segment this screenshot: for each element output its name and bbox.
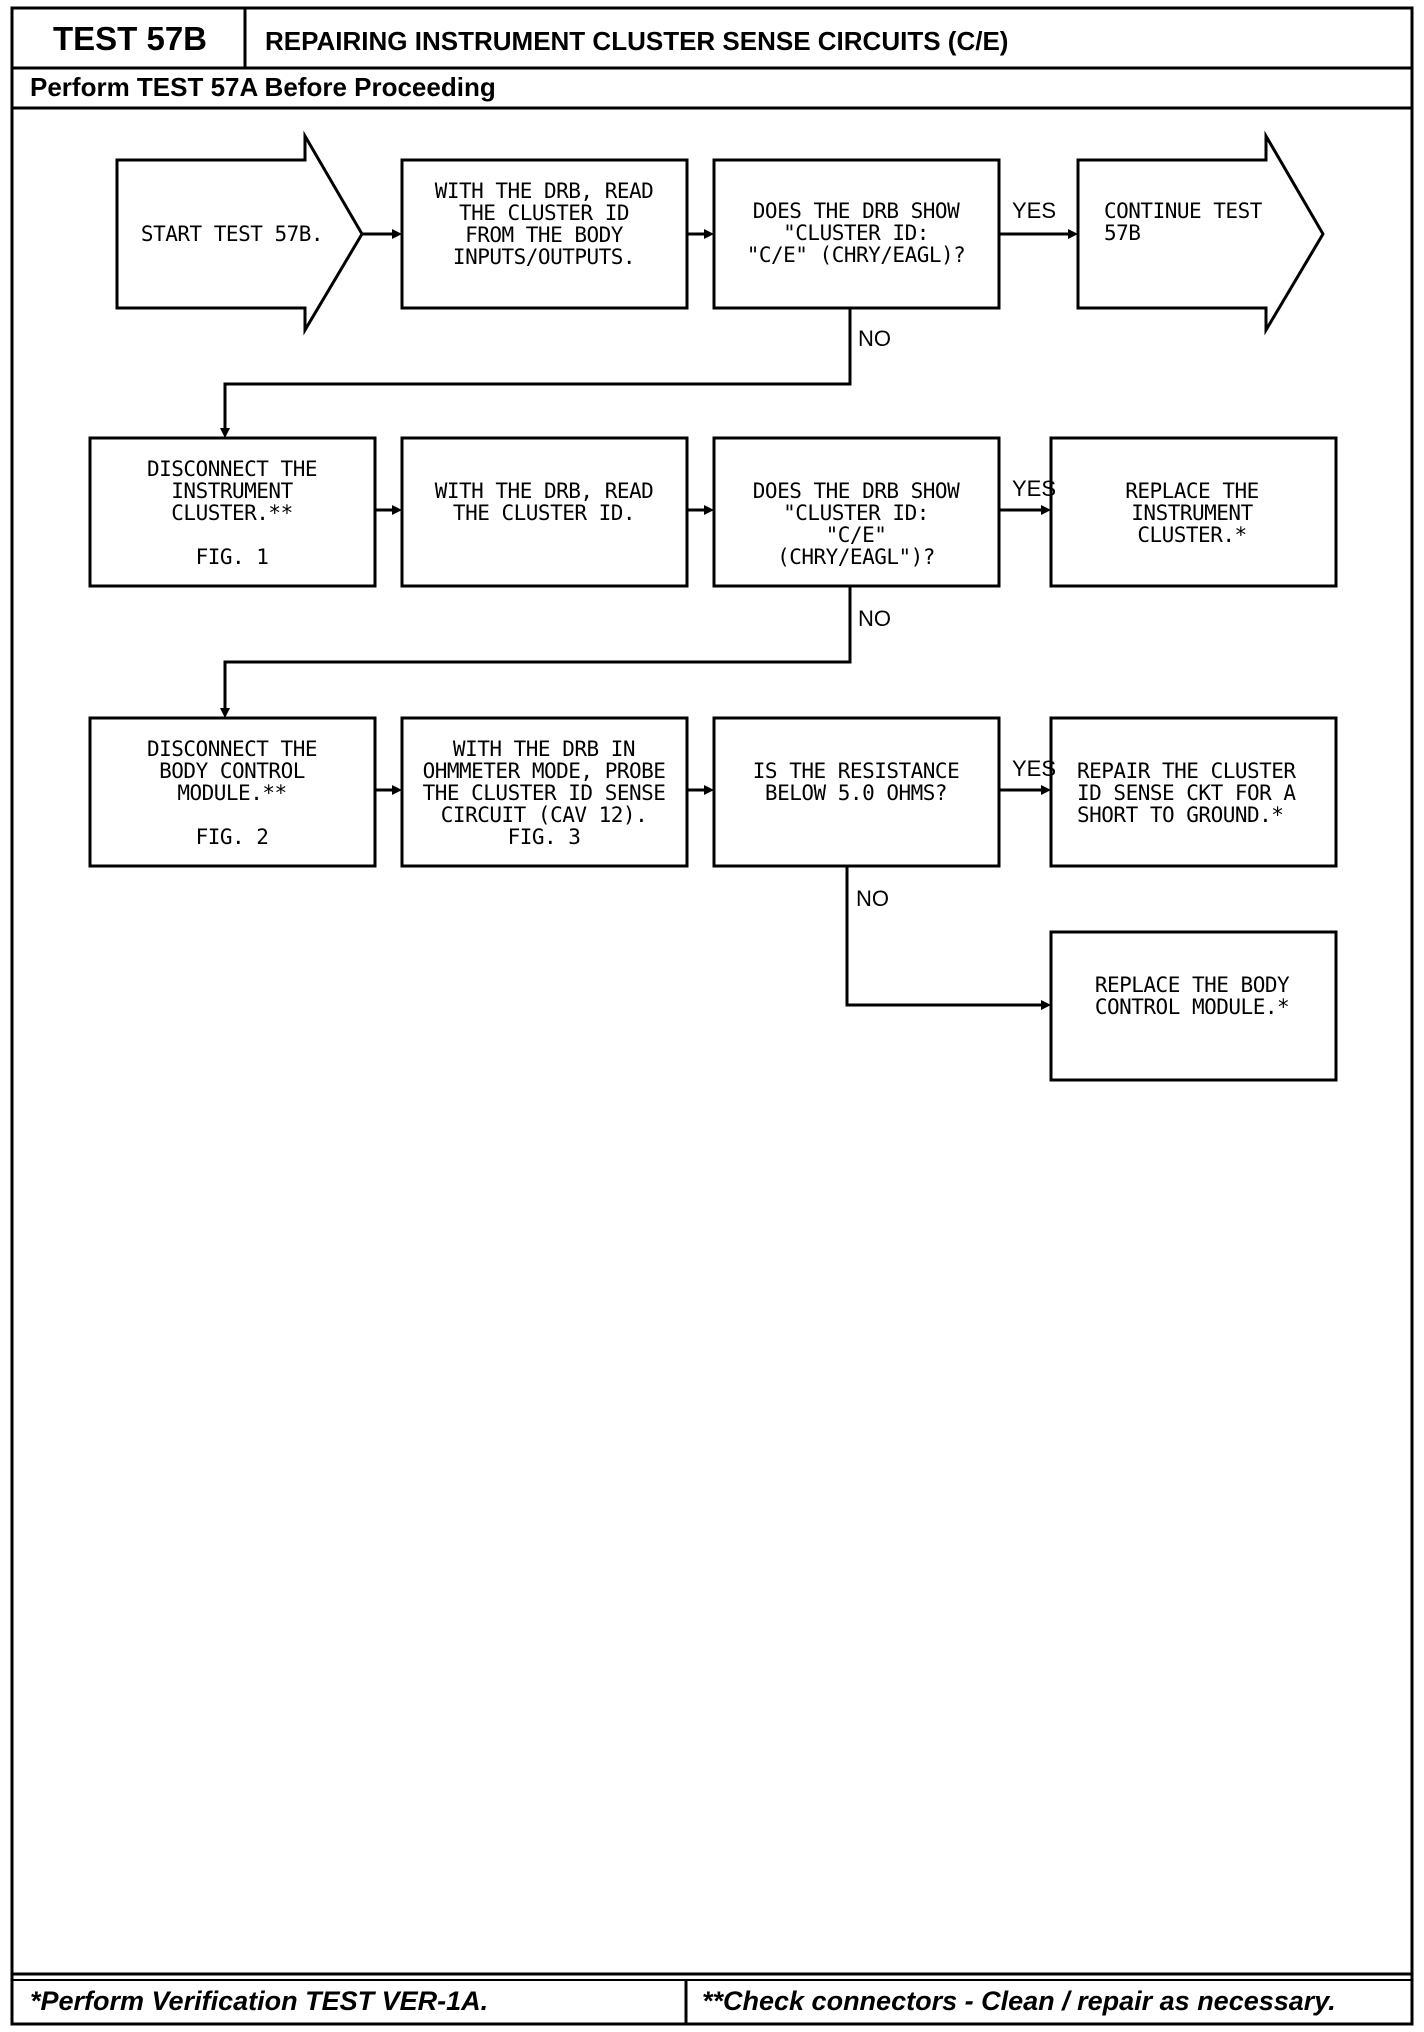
test-id: TEST 57B	[53, 20, 207, 57]
start-arrow-box	[115, 130, 364, 336]
box-text-line: START TEST 57B.	[141, 222, 323, 246]
box-text-line: IS THE RESISTANCE	[753, 759, 959, 783]
footer-note-connectors: **Check connectors - Clean / repair as n…	[702, 1986, 1336, 2016]
box-text-line: FIG. 2	[196, 825, 269, 849]
box-text-line: REPLACE THE	[1125, 479, 1259, 503]
arrowhead-read-to-decision-2	[704, 505, 714, 515]
box-text-line: INPUTS/OUTPUTS.	[453, 245, 635, 269]
arrowhead-yes-repair	[1041, 785, 1051, 795]
box-text-line: CLUSTER.*	[1137, 523, 1246, 547]
box-text-line: CIRCUIT (CAV 12).	[441, 803, 647, 827]
step-probe-sense-circuit	[400, 716, 689, 868]
box-text-line: THE CLUSTER ID.	[453, 501, 635, 525]
box-text-line: WITH THE DRB, READ	[435, 479, 654, 503]
step-repair-short	[1049, 716, 1338, 868]
footer-note-verification: *Perform Verification TEST VER-1A.	[30, 1986, 488, 2016]
arrowhead-start-to-read	[392, 229, 402, 239]
box-text-line: THE CLUSTER ID SENSE	[423, 781, 666, 805]
step-replace-cluster	[1049, 436, 1338, 588]
box-text-line: "C/E" (CHRY/EAGL)?	[747, 243, 966, 267]
box-text-line: OHMMETER MODE, PROBE	[423, 759, 666, 783]
connector-no-1	[223, 308, 852, 434]
arrowhead-yes-continue	[1068, 229, 1078, 239]
no-label-1: NO	[858, 326, 891, 351]
box-text-line: (CHRY/EAGL")?	[777, 545, 935, 569]
page-subtitle: Perform TEST 57A Before Proceeding	[30, 72, 496, 102]
yes-label-1: YES	[1012, 198, 1056, 223]
box-text-line: REPLACE THE BODY	[1095, 973, 1290, 997]
arrowhead-no-1	[220, 428, 230, 438]
box-text-line: ID SENSE CKT FOR A	[1077, 781, 1296, 805]
arrowhead-yes-replace-cluster	[1041, 505, 1051, 515]
decision-cluster-id-2	[712, 436, 1001, 588]
box-text-line: CONTROL MODULE.*	[1095, 995, 1289, 1019]
box-text-line: FROM THE BODY	[465, 223, 624, 247]
no-label-2: NO	[858, 606, 891, 631]
box-text-line: "C/E"	[826, 523, 887, 547]
box-text-line: WITH THE DRB, READ	[435, 179, 654, 203]
no-label-3: NO	[856, 886, 889, 911]
decision-cluster-id-1-text: DOES THE DRB SHOW"CLUSTER ID:"C/E" (CHRY…	[747, 199, 966, 267]
box-text-line: DISCONNECT THE	[147, 457, 317, 481]
yes-label-3: YES	[1012, 756, 1056, 781]
box-text-line: DOES THE DRB SHOW	[753, 199, 960, 223]
box-text-line: CLUSTER.**	[171, 501, 292, 525]
box-text-line: SHORT TO GROUND.*	[1077, 803, 1283, 827]
arrowhead-no-2	[220, 708, 230, 718]
connector-no-2	[223, 586, 852, 714]
step-read-cluster-id	[400, 436, 689, 588]
box-text-line: INSTRUMENT	[171, 479, 293, 503]
box-text-line: FIG. 3	[508, 825, 581, 849]
start-text: START TEST 57B.	[141, 222, 324, 246]
box-text-line: "CLUSTER ID:	[783, 221, 929, 245]
box-text-line: BODY CONTROL	[159, 759, 305, 783]
box-text-line: CONTINUE TEST	[1104, 199, 1263, 223]
box-text-line: BELOW 5.0 OHMS?	[765, 781, 947, 805]
box-text-line: MODULE.**	[177, 781, 286, 805]
box-text-line: REPAIR THE CLUSTER	[1077, 759, 1296, 783]
arrowhead-disc-to-probe	[392, 785, 402, 795]
arrowhead-no-3	[1041, 1000, 1051, 1010]
connector-no-3	[845, 866, 1047, 1007]
box-text-line: INSTRUMENT	[1131, 501, 1253, 525]
step-disconnect-bcm	[88, 716, 377, 868]
page-title: REPAIRING INSTRUMENT CLUSTER SENSE CIRCU…	[265, 26, 1008, 56]
box-text-line: WITH THE DRB IN	[453, 737, 635, 761]
decision-cluster-id-2-text: DOES THE DRB SHOW"CLUSTER ID:"C/E"(CHRY/…	[753, 479, 961, 569]
page-border	[10, 6, 1414, 2026]
arrowhead-disc-to-read	[392, 505, 402, 515]
box-text-line: "CLUSTER ID:	[783, 501, 929, 525]
box-text-line: THE CLUSTER ID	[459, 201, 629, 225]
step-replace-bcm	[1049, 930, 1338, 1082]
box-text-line: DISCONNECT THE	[147, 737, 317, 761]
box-text-line: 57B	[1104, 221, 1140, 245]
continue-arrow-box	[1076, 130, 1325, 336]
yes-label-2: YES	[1012, 476, 1056, 501]
box-text-line: FIG. 1	[196, 545, 269, 569]
decision-resistance	[712, 716, 1001, 868]
arrowhead-read-to-decision	[704, 229, 714, 239]
box-text-line: DOES THE DRB SHOW	[753, 479, 960, 503]
arrowhead-probe-to-decision	[704, 785, 714, 795]
step-disconnect-cluster	[88, 436, 377, 588]
